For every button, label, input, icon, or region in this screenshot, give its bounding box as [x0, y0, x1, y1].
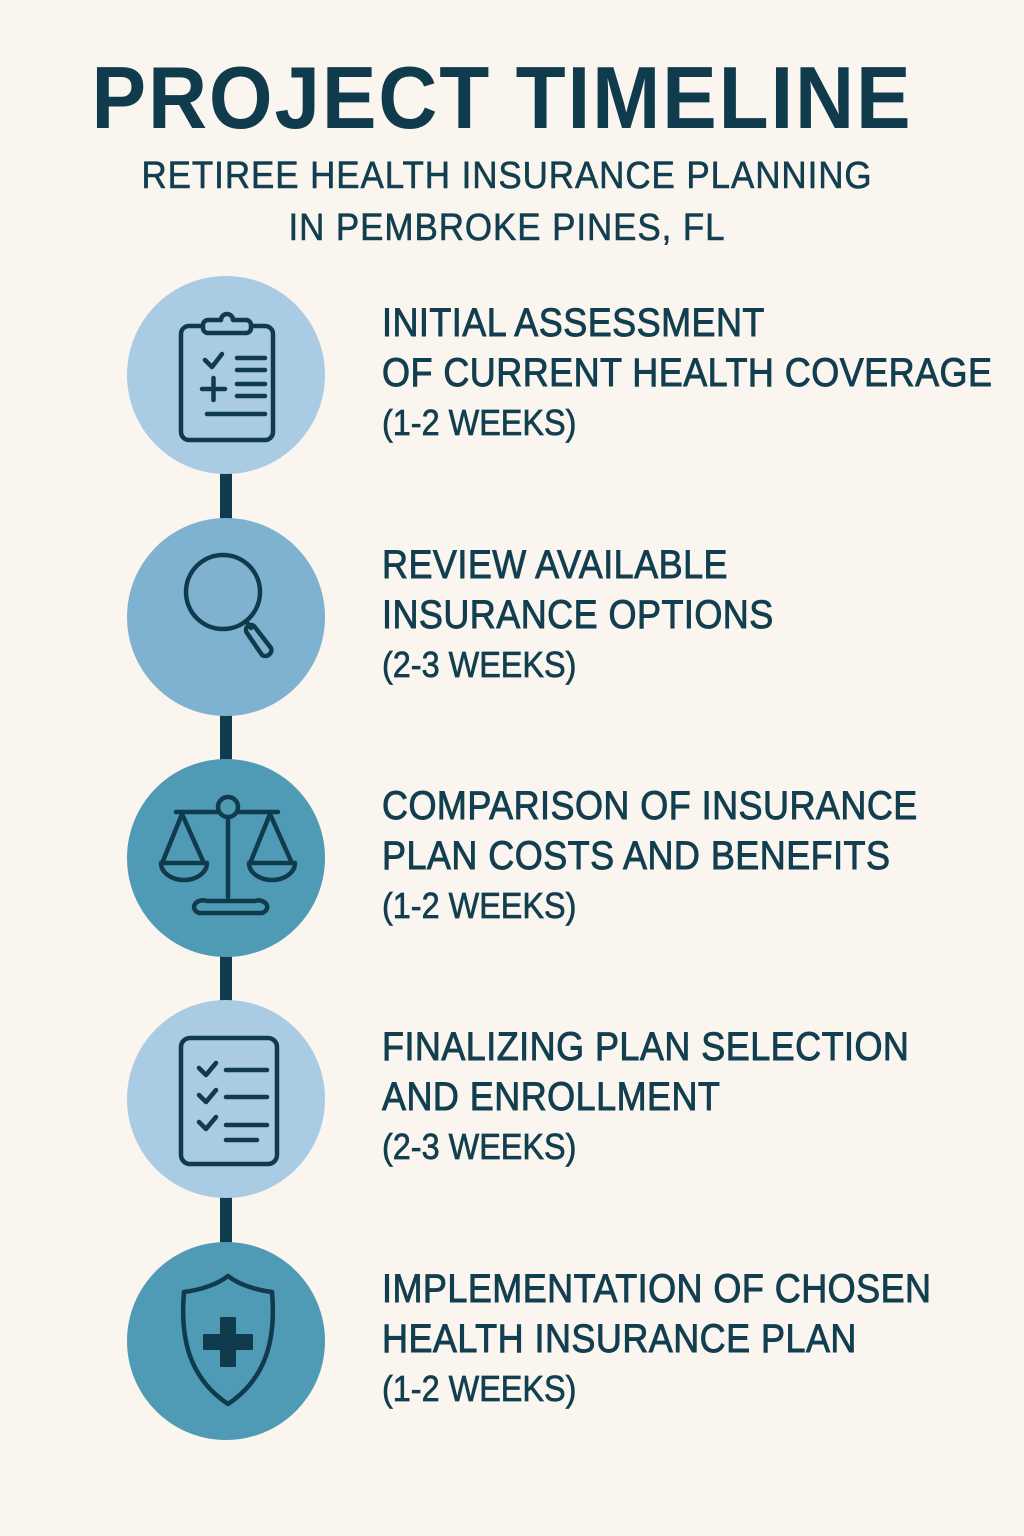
step-1-title-line-1: INITIAL ASSESSMENT: [382, 301, 765, 346]
timeline-step-2: REVIEW AVAILABLE INSURANCE OPTIONS (2-3 …: [0, 518, 1024, 718]
timeline-step-5: IMPLEMENTATION OF CHOSEN HEALTH INSURANC…: [0, 1242, 1024, 1442]
step-5-title-line-2: HEALTH INSURANCE PLAN: [382, 1317, 857, 1362]
step-3-circle: [127, 759, 325, 957]
clipboard-icon: [178, 311, 276, 443]
step-2-circle: [127, 518, 325, 716]
timeline-connector: [220, 472, 232, 520]
step-3-title-line-2: PLAN COSTS AND BENEFITS: [382, 834, 891, 879]
timeline-connector: [220, 1196, 232, 1246]
step-5-circle: [127, 1242, 325, 1440]
step-4-text: FINALIZING PLAN SELECTION AND ENROLLMENT…: [382, 1022, 1002, 1172]
step-2-text: REVIEW AVAILABLE INSURANCE OPTIONS (2-3 …: [382, 540, 1002, 690]
step-1-circle: [127, 276, 325, 474]
step-3-title-line-1: COMPARISON OF INSURANCE: [382, 784, 918, 829]
step-5-text: IMPLEMENTATION OF CHOSEN HEALTH INSURANC…: [382, 1264, 1002, 1414]
step-4-title-line-2: AND ENROLLMENT: [382, 1075, 721, 1120]
timeline-connector: [220, 955, 232, 1003]
step-1-text: INITIAL ASSESSMENT OF CURRENT HEALTH COV…: [382, 298, 1002, 448]
timeline-title: PROJECT TIMELINE: [91, 48, 913, 147]
checklist-icon: [178, 1035, 280, 1167]
step-3-duration: (1-2 WEEKS): [382, 885, 577, 927]
step-4-title-line-1: FINALIZING PLAN SELECTION: [382, 1025, 910, 1070]
timeline-subtitle-line-2: IN PEMBROKE PINES, FL: [288, 207, 726, 250]
shield-cross-icon: [180, 1273, 276, 1407]
magnifying-glass-icon: [183, 552, 274, 659]
step-3-text: COMPARISON OF INSURANCE PLAN COSTS AND B…: [382, 781, 1002, 931]
step-1-duration: (1-2 WEEKS): [382, 402, 577, 444]
step-2-title-line-1: REVIEW AVAILABLE: [382, 543, 729, 588]
timeline-subtitle-line-1: RETIREE HEALTH INSURANCE PLANNING: [141, 155, 873, 198]
step-5-duration: (1-2 WEEKS): [382, 1368, 577, 1410]
step-4-circle: [127, 1000, 325, 1198]
timeline-step-3: COMPARISON OF INSURANCE PLAN COSTS AND B…: [0, 759, 1024, 959]
timeline-connector: [220, 714, 232, 762]
step-1-title-line-2: OF CURRENT HEALTH COVERAGE: [382, 351, 993, 396]
balance-scale-icon: [158, 794, 298, 916]
step-2-title-line-2: INSURANCE OPTIONS: [382, 593, 774, 638]
step-2-duration: (2-3 WEEKS): [382, 644, 577, 686]
timeline-step-1: INITIAL ASSESSMENT OF CURRENT HEALTH COV…: [0, 276, 1024, 476]
step-5-title-line-1: IMPLEMENTATION OF CHOSEN: [382, 1267, 932, 1312]
timeline-step-4: FINALIZING PLAN SELECTION AND ENROLLMENT…: [0, 1000, 1024, 1200]
step-4-duration: (2-3 WEEKS): [382, 1126, 577, 1168]
